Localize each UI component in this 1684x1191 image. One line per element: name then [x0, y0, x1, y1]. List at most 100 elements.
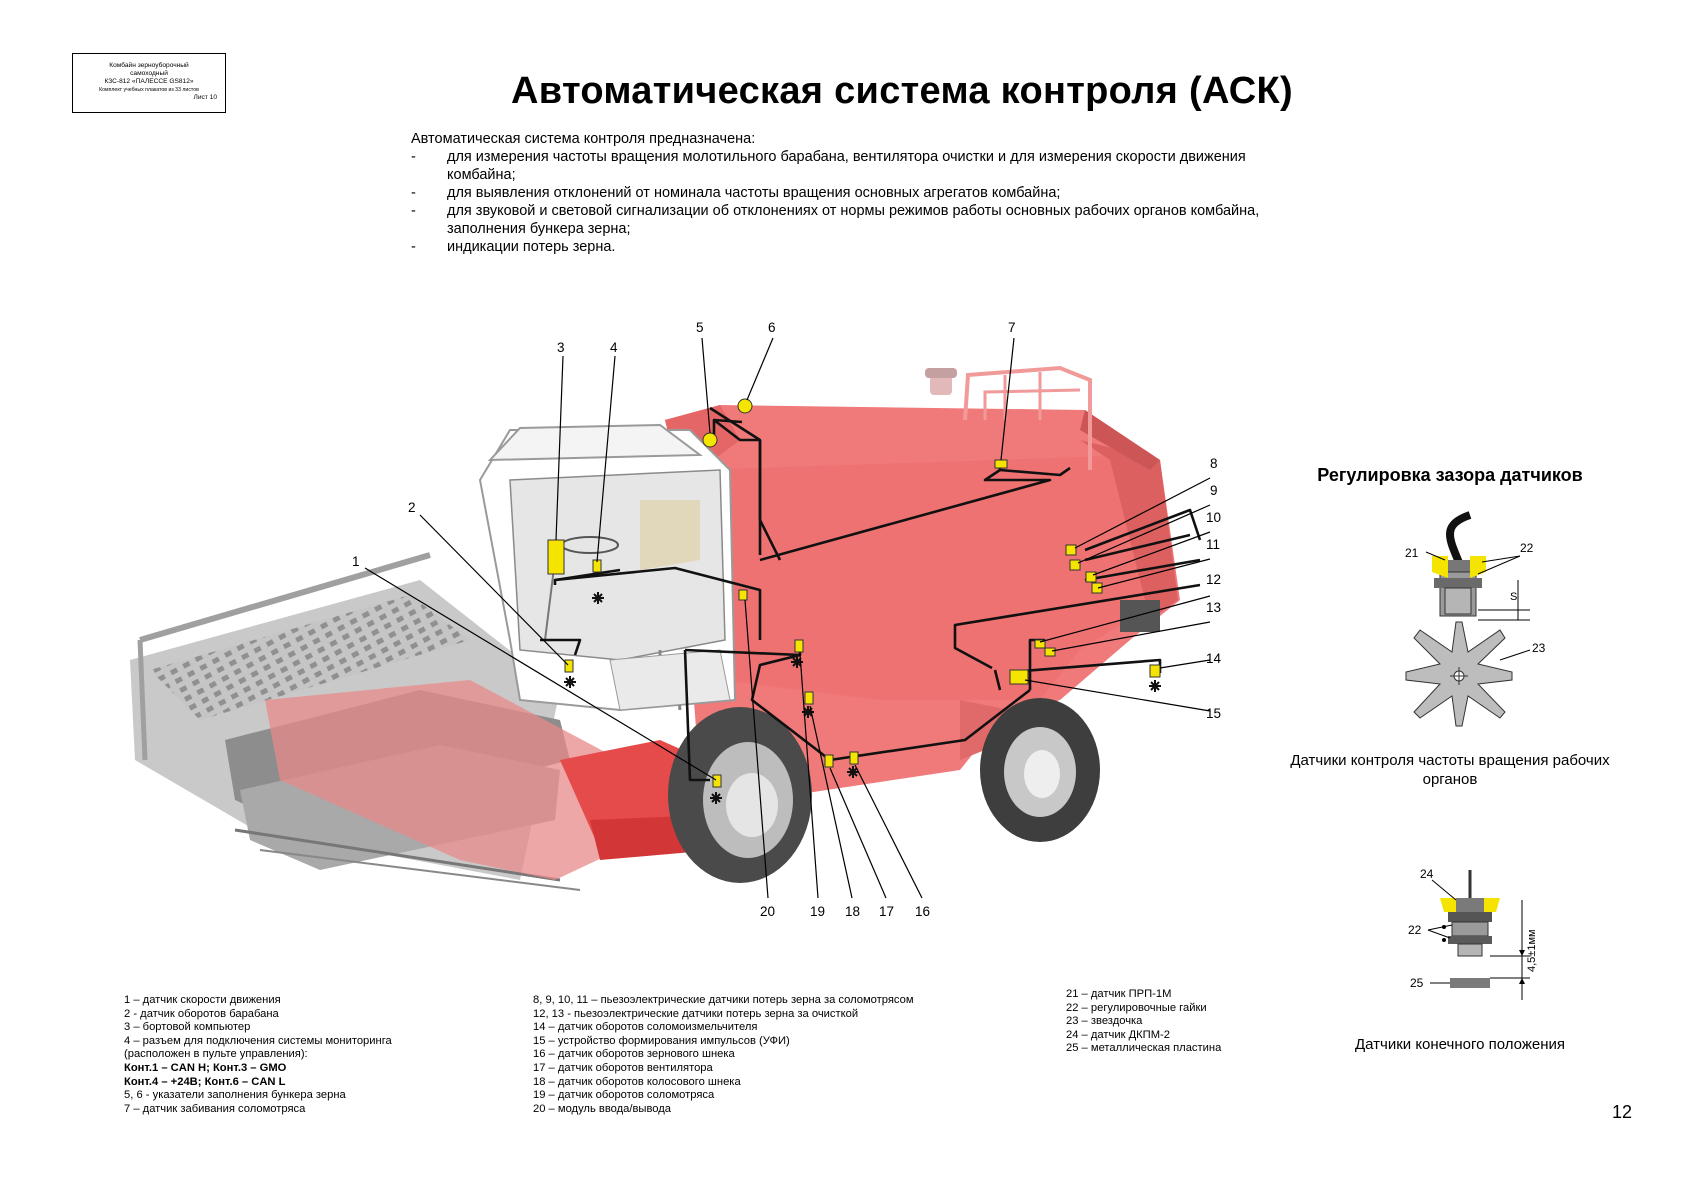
sensor-16	[849, 751, 859, 765]
callout-7: 7	[1008, 320, 1016, 335]
page-number: 12	[1612, 1102, 1633, 1122]
detail-label-25: 25	[1410, 976, 1424, 990]
sensor-12	[1034, 639, 1046, 649]
callout-11: 11	[1206, 537, 1220, 552]
sensor-2	[564, 659, 574, 673]
callout-2: 2	[408, 500, 416, 515]
legend-item: 14 – датчик оборотов соломоизмельчителя	[533, 1021, 758, 1034]
sensor-14	[1149, 664, 1161, 678]
regulation-title: Регулировка зазора датчиков	[1317, 465, 1583, 485]
legend-item: 20 – модуль ввода/вывода	[533, 1102, 672, 1115]
sensor-3-computer	[547, 539, 565, 575]
legend-item: 5, 6 - указатели заполнения бункера зерн…	[124, 1089, 346, 1102]
legend-item: 1 – датчик скорости движения	[124, 994, 281, 1006]
sensor-1	[712, 774, 722, 788]
callout-4: 4	[610, 340, 618, 355]
legend-item: 15 – устройство формирования импульсов (…	[533, 1034, 790, 1047]
sensor-6-indicator	[737, 398, 753, 414]
legend-item: 23 – звездочка	[1066, 1015, 1143, 1028]
detail-label-22: 22	[1520, 541, 1534, 555]
legend-item: 22 – регулировочные гайки	[1066, 1001, 1207, 1014]
cab	[478, 423, 737, 712]
legend-item: 3 – бортовой компьютер	[124, 1021, 251, 1034]
sensor-20-module	[738, 589, 748, 601]
sensor-9	[1069, 559, 1081, 571]
intro-lead: Автоматическая система контроля предназн…	[411, 131, 756, 147]
intro-text: Автоматическая система контроля предназн…	[411, 130, 1281, 256]
rotation-sensor-caption: Датчики контроля частоты вращения рабочи…	[1290, 752, 1610, 788]
stamp-line: Комплект учебных плакатов из 33 листов	[99, 87, 199, 93]
sensor-13	[1044, 647, 1056, 657]
intro-item: для звуковой и световой сигнализации об …	[411, 202, 1281, 238]
callout-12: 12	[1206, 572, 1221, 587]
callout-10: 10	[1206, 510, 1221, 525]
stamp-line: КЗС-812 «ПАЛЕССЕ GS812»	[104, 78, 194, 85]
sensor-10	[1085, 571, 1097, 583]
legend-column-1: 1 – датчик скорости движения 2 - датчик …	[124, 994, 392, 1116]
intro-item: для выявления отклонений от номинала час…	[411, 184, 1281, 202]
detail-label-22b: 22	[1408, 923, 1422, 937]
legend-item: 12, 13 - пьезоэлектрические датчики поте…	[533, 1007, 859, 1020]
legend-item: 19 – датчик оборотов соломотряса	[533, 1089, 715, 1102]
legend-item: Конт.1 – CAN H; Конт.3 – GMO	[124, 1061, 287, 1074]
sensor-17	[824, 754, 834, 768]
detail-label-23: 23	[1532, 641, 1546, 655]
callout-3: 3	[557, 340, 565, 355]
detail-label-24: 24	[1420, 867, 1434, 881]
sensor-7	[994, 459, 1008, 469]
legend-item: 8, 9, 10, 11 – пьезоэлектрические датчик…	[533, 994, 914, 1006]
legend-item: (расположен в пульте управления):	[124, 1048, 308, 1061]
callout-16: 16	[915, 904, 930, 919]
end-sensor-caption: Датчики конечного положения	[1354, 1036, 1566, 1053]
legend-item: 24 – датчик ДКПМ-2	[1066, 1028, 1170, 1041]
title-stamp: Комбайн зерноуборочный самоходный КЗС-81…	[72, 53, 226, 113]
stamp-line: самоходный	[130, 70, 168, 77]
detail-label-s: S	[1510, 591, 1517, 603]
callout-8: 8	[1210, 456, 1218, 471]
sensor-8	[1065, 544, 1077, 556]
callout-19: 19	[810, 904, 825, 919]
roof-railing	[925, 365, 1092, 470]
detail-label-gap: 4,5±1мм	[1526, 929, 1538, 972]
legend-item: 25 – металлическая пластина	[1066, 1042, 1222, 1055]
sensor-18	[804, 691, 814, 705]
sensor-5-indicator	[702, 432, 718, 448]
intro-list: для измерения частоты вращения молотильн…	[411, 148, 1281, 256]
sensor-19	[794, 639, 804, 653]
intro-item: индикации потерь зерна.	[411, 238, 1281, 256]
callout-6: 6	[768, 320, 776, 335]
intro-item: для измерения частоты вращения молотильн…	[411, 148, 1281, 184]
stamp-sheet: Лист 10	[193, 94, 218, 101]
callout-17: 17	[879, 904, 894, 919]
legend-item: 4 – разъем для подключения системы монит…	[124, 1034, 392, 1047]
legend-item: 17 – датчик оборотов вентилятора	[533, 1061, 713, 1074]
wiring-harness	[540, 406, 1202, 782]
leader-lines	[364, 337, 1211, 899]
legend-column-3: 21 – датчик ПРП-1М 22 – регулировочные г…	[1066, 988, 1221, 1056]
legend-item: 16 – датчик оборотов зернового шнека	[533, 1048, 735, 1061]
callout-5: 5	[696, 320, 704, 335]
legend-item: Конт.4 – +24В; Конт.6 – CAN L	[124, 1075, 286, 1088]
rotation-sensor-detail: 21 22 23 S	[1405, 511, 1546, 727]
legend-item: 7 – датчик забивания соломотряса	[124, 1102, 306, 1115]
callout-15: 15	[1206, 706, 1221, 721]
callout-20: 20	[760, 904, 775, 919]
page-title: Автоматическая система контроля (АСК)	[511, 70, 1293, 112]
sensor-11	[1091, 582, 1103, 594]
stamp-line: Комбайн зерноуборочный	[109, 62, 189, 69]
callout-13: 13	[1206, 600, 1221, 615]
legend-column-2: 8, 9, 10, 11 – пьезоэлектрические датчик…	[533, 994, 914, 1116]
detail-label-21: 21	[1405, 546, 1419, 560]
callout-9: 9	[1210, 483, 1218, 498]
end-position-sensor-detail: 24 22 25 4,5±1мм	[1408, 867, 1538, 1000]
callout-14: 14	[1206, 651, 1222, 666]
legend-item: 21 – датчик ПРП-1М	[1066, 988, 1172, 1000]
callout-1: 1	[352, 554, 360, 569]
speed-sensor-stars	[564, 592, 1161, 804]
callout-18: 18	[845, 904, 860, 919]
rear-wheel	[980, 698, 1100, 842]
legend-item: 2 - датчик оборотов барабана	[124, 1007, 279, 1020]
front-wheel	[668, 707, 812, 883]
legend-item: 18 – датчик оборотов колосового шнека	[533, 1075, 741, 1088]
